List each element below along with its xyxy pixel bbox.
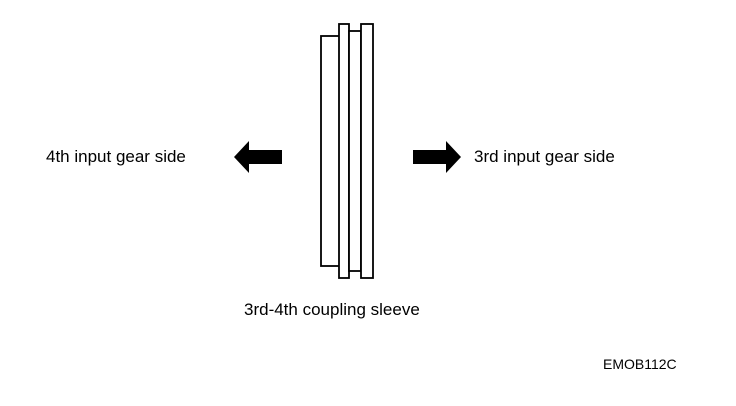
sleeve-center <box>348 30 362 272</box>
arrow-left-icon <box>234 141 282 173</box>
arrow-right-icon <box>413 141 461 173</box>
part-name-label: 3rd-4th coupling sleeve <box>244 300 420 319</box>
right-side-label: 3rd input gear side <box>474 147 615 166</box>
coupling-sleeve <box>320 23 374 279</box>
sleeve-flange-left <box>338 23 350 279</box>
sleeve-flange-right <box>360 23 374 279</box>
figure-code-label: EMOB112C <box>603 356 677 372</box>
left-side-label: 4th input gear side <box>46 147 186 166</box>
